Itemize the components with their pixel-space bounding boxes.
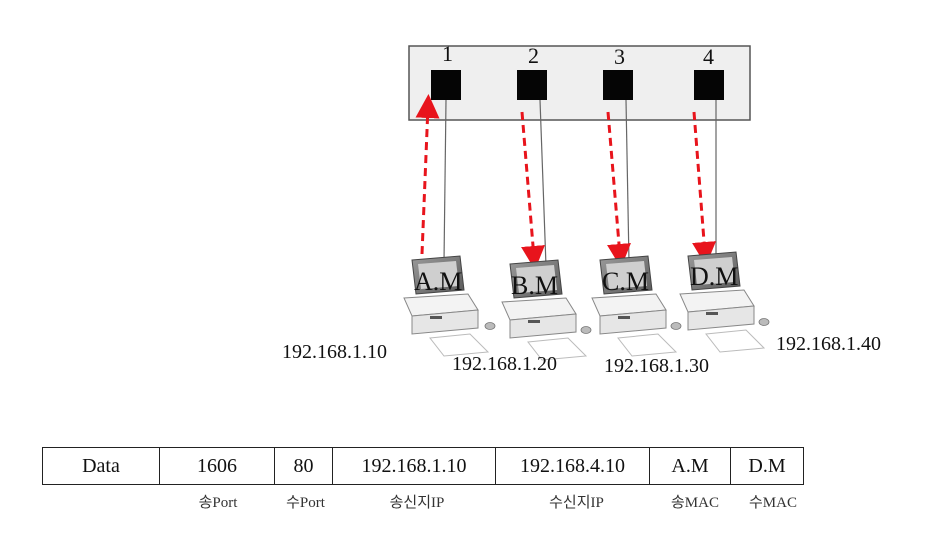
switch-port-3: [603, 70, 633, 100]
packet-cell-dst-port: 80: [274, 447, 333, 485]
field-label-dst-ip: 수신지IP: [549, 495, 604, 511]
packet-cell-src-mac: A.M: [649, 447, 731, 485]
packet-cell-src-ip: 192.168.1.10: [332, 447, 496, 485]
field-label-dst-mac: 수MAC: [749, 495, 797, 511]
arrow-up-port-1: [415, 94, 440, 255]
host-name-d: D.M: [690, 262, 738, 291]
cable-3: [625, 99, 630, 263]
host-ip-c: 192.168.1.30: [604, 355, 709, 377]
arrow-down-port-4: [692, 111, 717, 266]
host-name-c: C.M: [602, 267, 649, 296]
field-label-data: [42, 491, 160, 512]
port-label-2: 2: [528, 43, 539, 68]
computer-icon: [403, 255, 496, 357]
computer-a: [403, 255, 496, 357]
computer-c: [591, 255, 682, 357]
port-label-1: 1: [442, 41, 453, 66]
field-label-dst-port: 수Port: [286, 495, 325, 511]
switch-port-2: [517, 70, 547, 100]
computer-b: [501, 259, 592, 361]
port-label-3: 3: [614, 44, 625, 69]
field-label-src-port: 송Port: [198, 495, 238, 511]
computer-icon: [501, 259, 592, 361]
cable-2: [539, 99, 547, 267]
host-name-b: B.M: [511, 271, 558, 300]
packet-row: Data 1606 80 192.168.1.10 192.168.4.10 A…: [42, 447, 804, 485]
arrow-down-port-2: [520, 111, 545, 270]
switch-port-1: [431, 70, 461, 100]
computer-icon: [591, 255, 682, 357]
computer-d: [679, 251, 770, 353]
switch-port-4: [694, 70, 724, 100]
network-diagram: 1 2 3 4: [282, 41, 881, 377]
field-label-src-mac: 송MAC: [671, 495, 719, 511]
packet-cell-data: Data: [42, 447, 160, 485]
packet-table: Data 1606 80 192.168.1.10 192.168.4.10 A…: [42, 447, 804, 485]
arrow-down-port-3: [606, 111, 631, 268]
field-label-src-ip: 송신지IP: [389, 495, 445, 511]
packet-cell-dst-ip: 192.168.4.10: [495, 447, 650, 485]
host-ip-b: 192.168.1.20: [452, 353, 557, 375]
cables: [443, 99, 717, 267]
traffic-arrows: [415, 94, 717, 270]
host-ip-a: 192.168.1.10: [282, 341, 387, 363]
switch-body: [408, 45, 751, 121]
packet-cell-src-port: 1606: [159, 447, 275, 485]
packet-field-labels: 송Port 수Port 송신지IP 수신지IP 송MAC 수MAC: [42, 491, 810, 512]
cable-1: [443, 99, 447, 263]
host-ip-d: 192.168.1.40: [776, 333, 881, 355]
computer-icon: [679, 251, 770, 353]
host-name-a: A.M: [414, 267, 462, 296]
packet-cell-dst-mac: D.M: [730, 447, 804, 485]
port-label-4: 4: [703, 44, 714, 69]
